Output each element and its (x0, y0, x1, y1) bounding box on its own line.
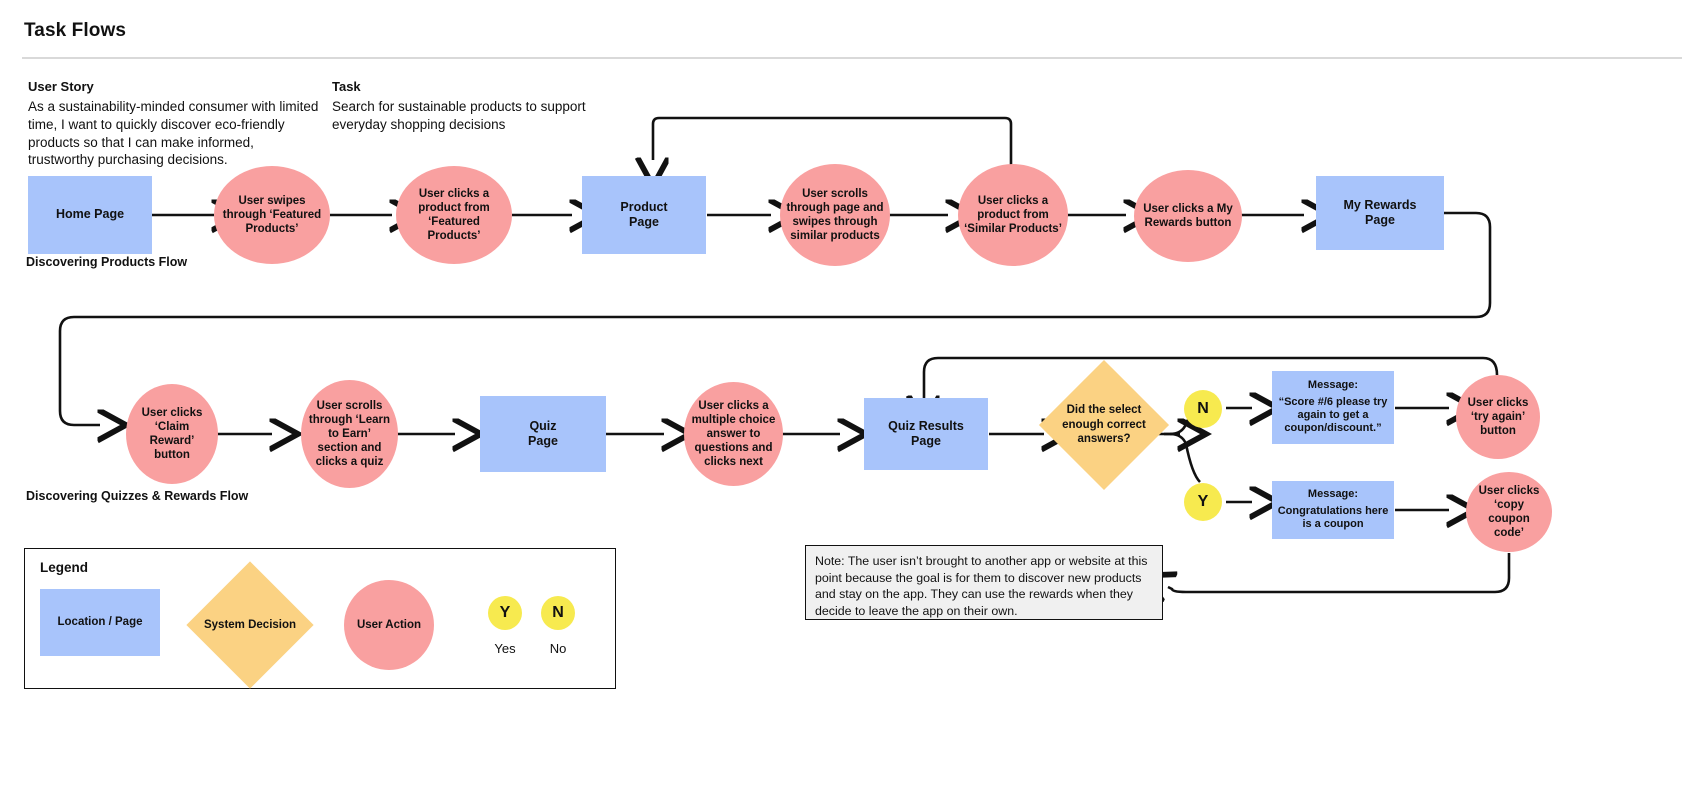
legend-badge-yes: Y (488, 596, 522, 630)
node-message-congrats[interactable]: Message: Congratulations here is a coupo… (1272, 481, 1394, 539)
legend-swatch-user-action: User Action (344, 580, 434, 670)
branch-badge-yes[interactable]: Y (1184, 483, 1222, 521)
header-divider (22, 57, 1682, 59)
message-congrats-title: Message: (1307, 488, 1359, 501)
node-click-try-again[interactable]: User clicks ‘try again’ button (1456, 375, 1540, 459)
branch-badge-no[interactable]: N (1184, 390, 1222, 428)
node-click-featured-product[interactable]: User clicks a product from ‘Featured Pro… (396, 166, 512, 264)
flow-label-discovering-products: Discovering Products Flow (26, 255, 188, 269)
flow-label-discovering-quizzes: Discovering Quizzes & Rewards Flow (26, 489, 249, 503)
legend-badge-no: N (541, 596, 575, 630)
user-story-label: User Story (28, 79, 94, 94)
message-try-again-body: “Score #/6 please try again to get a cou… (1278, 395, 1388, 435)
node-product-page[interactable]: Product Page (582, 176, 706, 254)
node-scroll-similar-products[interactable]: User scrolls through page and swipes thr… (780, 164, 890, 266)
node-click-my-rewards-button[interactable]: User clicks a My Rewards button (1134, 170, 1242, 262)
message-try-again-title: Message: (1307, 379, 1359, 392)
node-quiz-results-page[interactable]: Quiz Results Page (864, 398, 988, 470)
node-decision-enough-correct[interactable]: Did the select enough correct answers? (1038, 359, 1170, 491)
node-quiz-page[interactable]: Quiz Page (480, 396, 606, 472)
note-box: Note: The user isn’t brought to another … (805, 545, 1163, 620)
legend-caption-yes: Yes (494, 641, 516, 656)
user-story-text: As a sustainability-minded consumer with… (28, 99, 319, 168)
legend-caption-no: No (549, 641, 567, 656)
node-message-try-again[interactable]: Message: “Score #/6 please try again to … (1272, 371, 1394, 444)
page-title: Task Flows (24, 20, 127, 41)
node-home-page[interactable]: Home Page (28, 176, 152, 254)
legend-swatch-location-page: Location / Page (40, 589, 160, 656)
node-claim-reward-button[interactable]: User clicks ‘Claim Reward’ button (126, 384, 218, 484)
node-learn-to-earn-quiz[interactable]: User scrolls through ‘Learn to Earn’ sec… (301, 380, 398, 488)
node-click-similar-product[interactable]: User clicks a product from ‘Similar Prod… (958, 164, 1068, 266)
node-click-copy-coupon[interactable]: User clicks ‘copy coupon code’ (1466, 472, 1552, 552)
node-answer-questions[interactable]: User clicks a multiple choice answer to … (684, 382, 783, 486)
legend-swatch-system-decision: System Decision (186, 561, 314, 689)
node-user-swipes-featured[interactable]: User swipes through ‘Featured Products’ (214, 166, 330, 264)
legend-title: Legend (40, 560, 89, 575)
message-congrats-body: Congratulations here is a coupon (1277, 504, 1389, 531)
decision-label: Did the select enough correct answers? (1062, 404, 1146, 446)
task-label: Task (332, 79, 361, 94)
task-text: Search for sustainable products to suppo… (332, 99, 586, 132)
node-my-rewards-page[interactable]: My Rewards Page (1316, 176, 1444, 250)
legend-system-decision-label: System Decision (203, 618, 297, 631)
